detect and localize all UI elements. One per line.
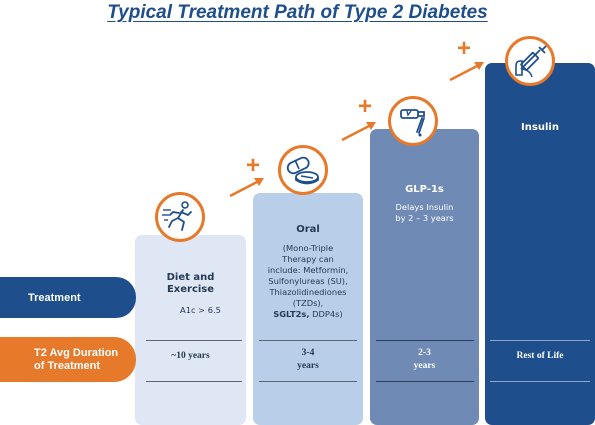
divider-line [376, 381, 474, 382]
duration-diet-exercise: ~10 years [171, 351, 210, 361]
duration-insulin: Rest of Life [516, 351, 564, 361]
row-label-duration-text: T2 Avg Duration of Treatment [34, 346, 119, 372]
injection-pen-icon [388, 96, 438, 146]
divider-line [259, 340, 357, 341]
divider-line [259, 381, 357, 382]
column-diet-exercise-subtitle: A1c > 6.5 [180, 305, 221, 315]
progress-arrow-icon [229, 178, 264, 198]
divider-line [490, 381, 590, 382]
column-insulin-title: Insulin [521, 122, 559, 133]
column-oral-subtitle: (Mono-Triple Therapy can include: Metfor… [267, 243, 349, 319]
plus-icon: + [246, 152, 261, 179]
running-person-icon [155, 192, 205, 242]
column-insulin [485, 63, 595, 425]
plus-icon: + [358, 93, 373, 120]
row-label-duration: T2 Avg Duration of Treatment [0, 337, 136, 382]
column-glp1-title: GLP-1s [405, 184, 444, 195]
duration-oral: 3-4 years [297, 348, 319, 371]
syringe-icon [505, 36, 555, 86]
row-label-treatment-text: Treatment [28, 291, 81, 304]
page-title: Typical Treatment Path of Type 2 Diabete… [107, 2, 488, 23]
divider-line [376, 340, 474, 341]
duration-glp1: 2-3 years [413, 348, 436, 371]
column-oral-title: Oral [296, 224, 320, 235]
column-diet-exercise-title: Diet and Exercise [166, 272, 215, 295]
divider-line [146, 381, 242, 382]
column-diet-exercise [135, 235, 246, 425]
progress-arrow-icon [341, 122, 376, 142]
divider-line [490, 340, 590, 341]
column-oral [253, 193, 363, 425]
progress-arrow-icon [449, 62, 484, 82]
row-label-treatment: Treatment [0, 277, 136, 318]
plus-icon: + [457, 35, 472, 62]
pills-icon [278, 145, 328, 195]
column-glp1 [370, 129, 479, 425]
column-glp1-subtitle: Delays Insulin by 2 – 3 years [395, 202, 454, 223]
divider-line [146, 340, 242, 341]
